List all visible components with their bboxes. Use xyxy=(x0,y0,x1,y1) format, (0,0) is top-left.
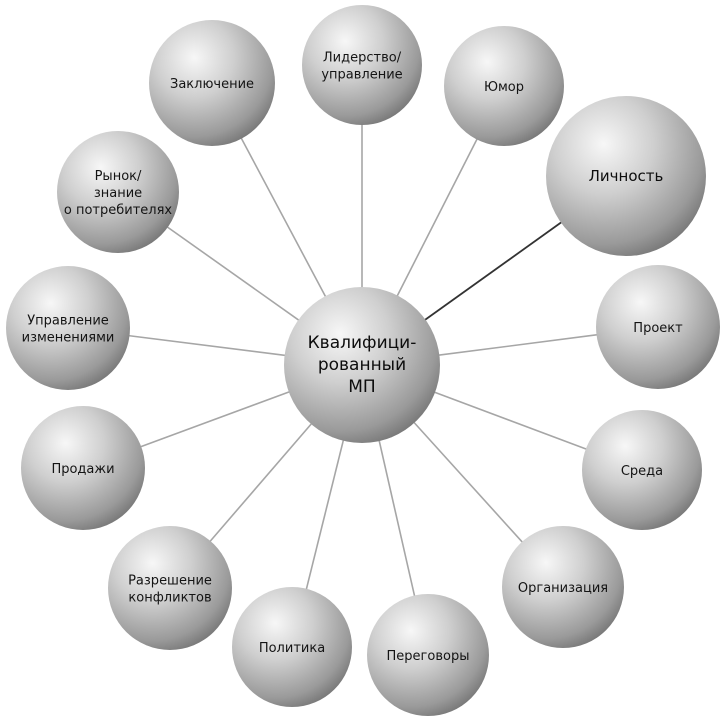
label-change-line-1: изменениями xyxy=(22,331,115,346)
label-negotiations: Переговоры xyxy=(387,649,470,664)
sphere-leadership xyxy=(302,5,422,125)
label-leadership-line-0: Лидерство/ xyxy=(323,51,402,66)
sphere-humor xyxy=(444,26,564,146)
sphere-conclusion xyxy=(149,20,275,146)
label-market-line-0: Рынок/ xyxy=(95,169,142,184)
connector-personality xyxy=(421,220,564,323)
connector-politics xyxy=(305,436,345,591)
label-environment: Среда xyxy=(621,464,663,479)
sphere-organization xyxy=(502,526,624,648)
label-center-line-2: МП xyxy=(348,377,375,397)
label-humor-line-0: Юмор xyxy=(484,80,524,95)
sphere-project xyxy=(596,265,720,389)
label-conflicts-line-0: Разрешение xyxy=(128,574,212,589)
sphere-personality xyxy=(546,96,706,256)
label-personality: Личность xyxy=(589,167,664,185)
label-leadership: Лидерство/управление xyxy=(321,51,402,83)
label-organization: Организация xyxy=(518,581,608,596)
label-project: Проект xyxy=(633,321,683,336)
sphere-change xyxy=(6,266,130,390)
connector-lines xyxy=(127,123,599,598)
label-politics: Политика xyxy=(259,641,325,656)
label-personality-line-0: Личность xyxy=(589,167,664,185)
label-conflicts: Разрешение конфликтов xyxy=(128,574,212,606)
sphere-center xyxy=(284,287,440,443)
connector-organization xyxy=(411,419,524,544)
sphere-conflicts xyxy=(108,526,232,650)
label-center-line-1: рованный xyxy=(318,355,406,375)
label-change: Управление изменениями xyxy=(22,314,115,346)
connector-conflicts xyxy=(208,420,315,544)
label-leadership-line-1: управление xyxy=(321,68,402,83)
label-humor: Юмор xyxy=(484,80,524,95)
connector-change xyxy=(127,334,289,357)
label-market-line-1: знание xyxy=(94,186,142,201)
label-market: Рынок/знание о потребителях xyxy=(64,169,173,218)
connector-environment xyxy=(431,390,588,451)
sphere-environment xyxy=(582,410,702,530)
connector-humor xyxy=(394,137,479,300)
connector-market xyxy=(165,225,303,323)
label-sales-line-0: Продажи xyxy=(51,462,114,477)
label-center-line-0: Квалифици- xyxy=(308,333,417,353)
label-sales: Продажи xyxy=(51,462,114,477)
sphere-sales xyxy=(21,406,145,530)
sphere-negotiations xyxy=(367,594,489,716)
label-conclusion-line-0: Заключение xyxy=(170,77,254,92)
label-organization-line-0: Организация xyxy=(518,581,608,596)
label-conclusion: Заключение xyxy=(170,77,254,92)
sphere-market xyxy=(57,131,179,253)
label-negotiations-line-0: Переговоры xyxy=(387,649,470,664)
connector-negotiations xyxy=(377,437,416,598)
label-market-line-2: о потребителях xyxy=(64,203,173,218)
sphere-politics xyxy=(232,587,352,707)
connector-sales xyxy=(139,389,293,448)
label-change-line-0: Управление xyxy=(27,314,109,329)
node-spheres xyxy=(6,5,720,716)
connector-project xyxy=(435,333,599,357)
label-conflicts-line-1: конфликтов xyxy=(128,591,211,606)
label-project-line-0: Проект xyxy=(633,321,683,336)
connector-conclusion xyxy=(239,136,328,301)
label-environment-line-0: Среда xyxy=(621,464,663,479)
label-politics-line-0: Политика xyxy=(259,641,325,656)
